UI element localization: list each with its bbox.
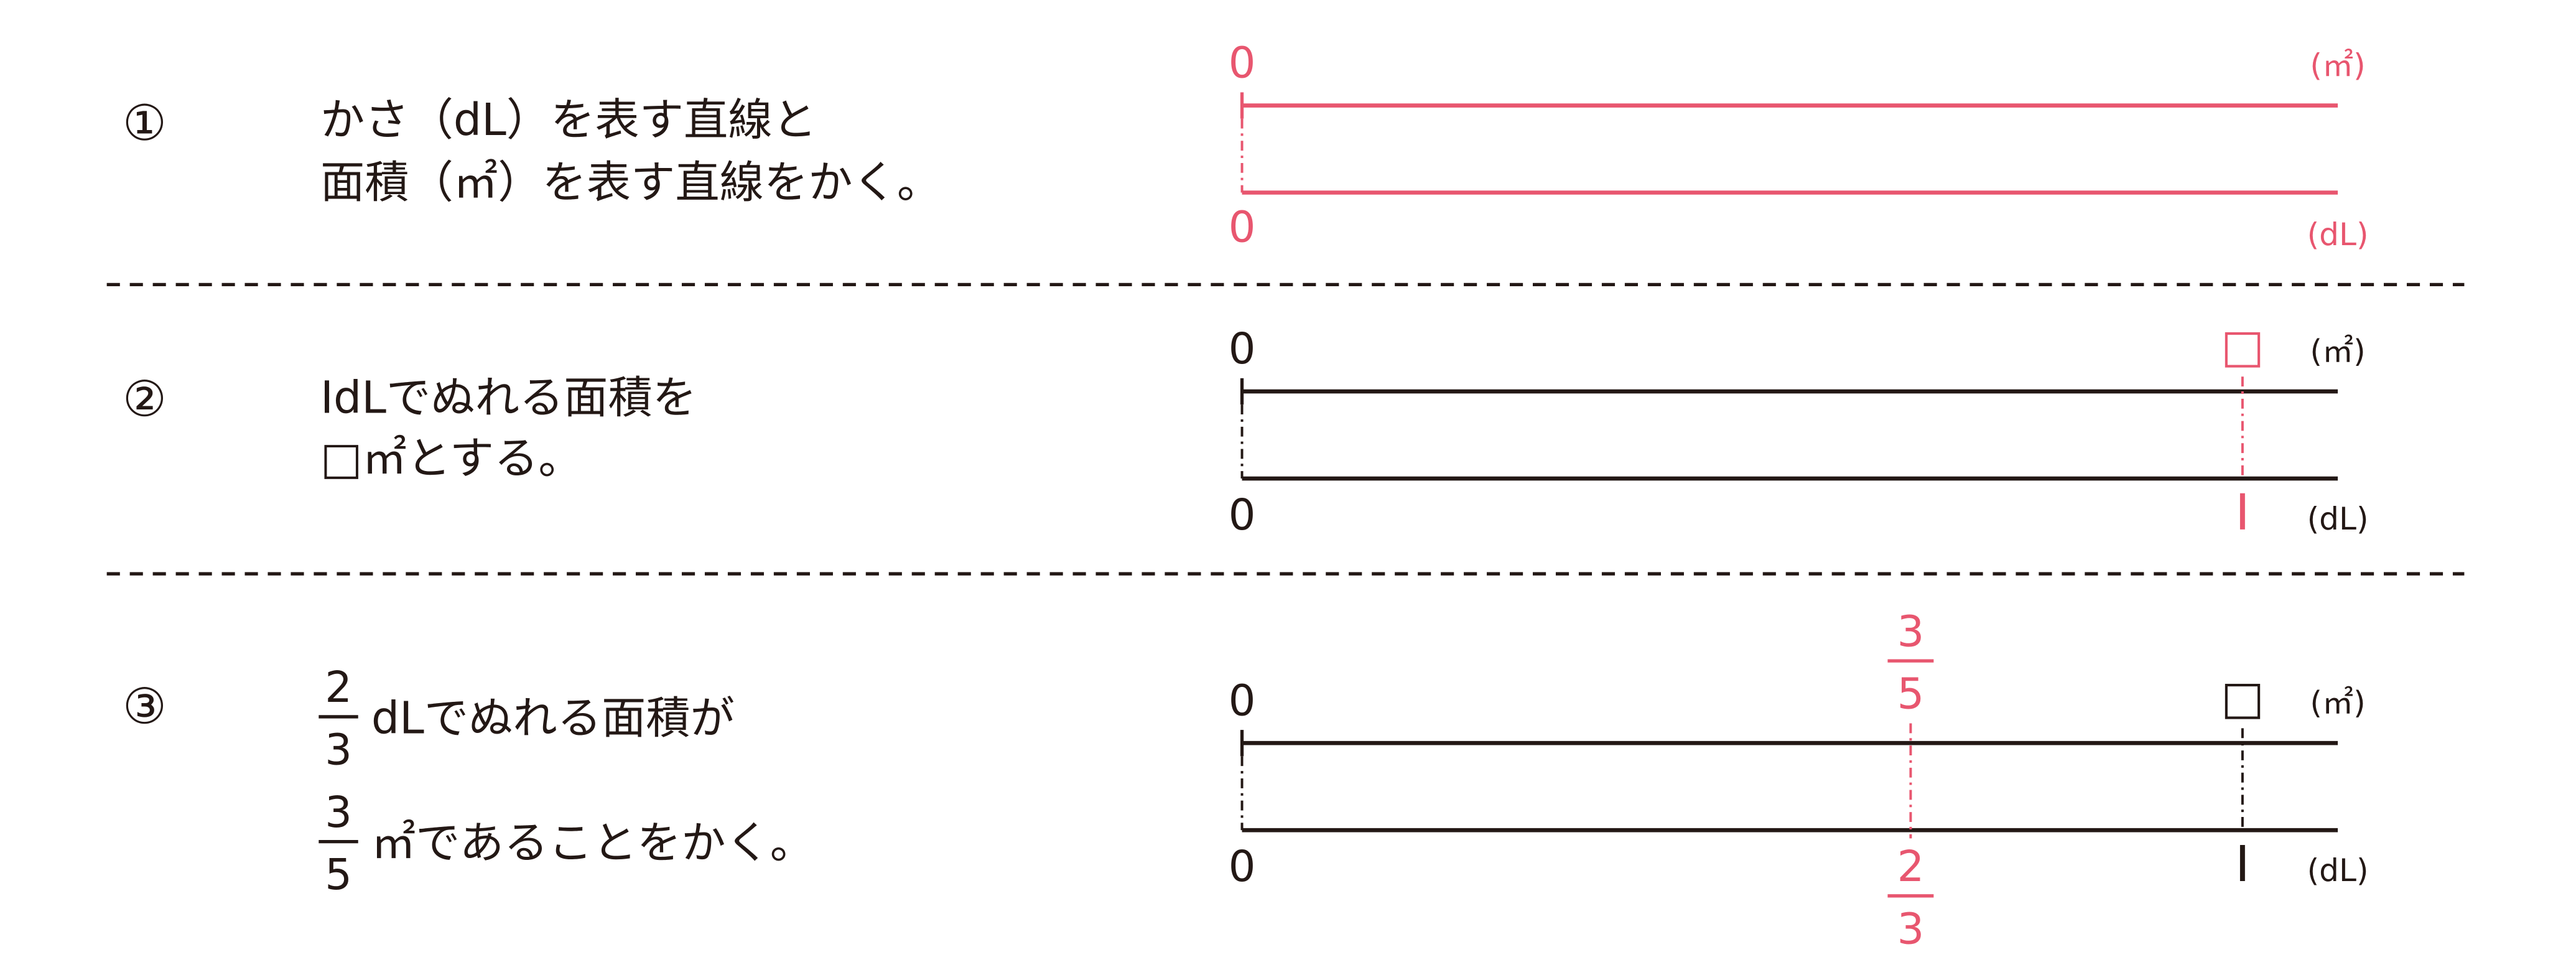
fraction-numerator: 2 [325, 663, 352, 712]
step-3-top-zero: 0 [1229, 676, 1256, 726]
fraction-numerator: 2 [1897, 842, 1925, 892]
step-2-double-number-line: 0 0 □ (㎡) (dL) [1229, 320, 2369, 540]
step-2-volume-unit: (dL) [2307, 500, 2369, 537]
fraction-numerator: 3 [1897, 607, 1925, 656]
step-3-text-fraction-1: 2 3 [319, 663, 358, 775]
step-1-double-number-line: 0 0 (㎡) (dL) [1229, 39, 2369, 253]
step-3-text-fraction-2: 3 5 [319, 788, 358, 900]
step-1-text-line-2: 面積（㎡）を表す直線をかく。 [320, 156, 941, 208]
step-1-top-zero: 0 [1229, 39, 1256, 88]
step-3-volume-unit: (dL) [2307, 852, 2369, 889]
step-3-bottom-fraction: 2 3 [1887, 842, 1934, 954]
fraction-denominator: 3 [325, 726, 352, 775]
step-2-text-line-2: □㎡とする。 [320, 432, 583, 484]
step-3-text-line-1: dLでぬれる面積が [371, 692, 735, 744]
step-2-unknown-box: □ [2221, 320, 2264, 373]
step-1-number: ① [123, 94, 167, 152]
step-1-volume-unit: (dL) [2307, 216, 2369, 253]
step-1-bottom-zero: 0 [1229, 203, 1256, 253]
fraction-denominator: 5 [1897, 670, 1925, 719]
step-3-text-line-2: ㎡であることをかく。 [371, 817, 814, 869]
fraction-denominator: 3 [1897, 904, 1925, 954]
step-1-area-unit: (㎡) [2310, 47, 2365, 83]
step-3-top-fraction: 3 5 [1887, 607, 1934, 719]
step-3-number: ③ [123, 678, 167, 735]
step-2-top-zero: 0 [1229, 324, 1256, 374]
step-2-text-line-1: ⅠdLでぬれる面積を [320, 371, 697, 423]
step-2-area-unit: (㎡) [2310, 333, 2365, 370]
step-3-area-unit: (㎡) [2310, 684, 2365, 721]
step-3-double-number-line: 0 0 3 5 2 3 □ (㎡) (dL) [1229, 607, 2369, 954]
step-1-text-line-1: かさ（dL）を表す直線と [320, 94, 817, 146]
step-3-unknown-box: □ [2221, 671, 2264, 725]
step-3-bottom-zero: 0 [1229, 842, 1256, 892]
fraction-denominator: 5 [325, 850, 352, 900]
step-2-number: ② [123, 370, 167, 428]
step-2-bottom-zero: 0 [1229, 490, 1256, 540]
fraction-numerator: 3 [325, 788, 352, 838]
